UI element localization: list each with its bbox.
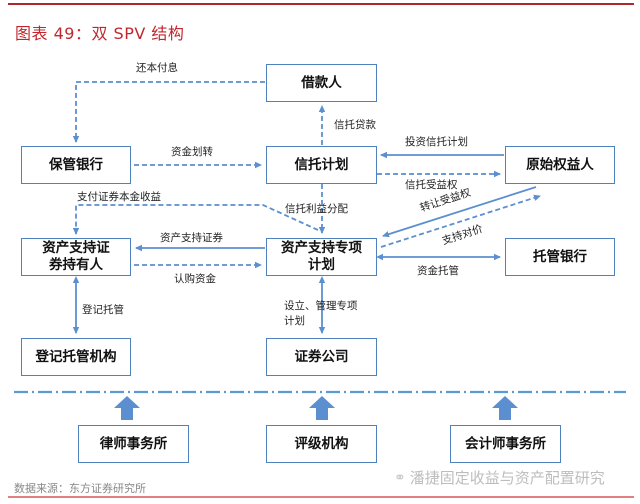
label-abs-securities: 资产支持证券 [160, 232, 223, 244]
label-establish-manage: 设立、管理专项计划 [284, 300, 358, 327]
node-borrower-label: 借款人 [301, 74, 342, 91]
label-trust-income: 信托利益分配 [285, 203, 348, 215]
up-arrow-rating [309, 396, 335, 420]
node-rating-agency-label: 评级机构 [294, 435, 349, 452]
up-arrow-law [114, 396, 140, 420]
node-trustee-bank-label: 托管银行 [533, 248, 587, 265]
node-registry: 登记托管机构 [21, 338, 131, 376]
label-pay-principal: 支付证券本金收益 [77, 191, 161, 203]
watermark-text: 潘捷固定收益与资产配置研究 [409, 469, 605, 487]
node-abs-holders-label: 资产支持证券持有人 [42, 240, 110, 273]
node-rating-agency: 评级机构 [266, 425, 377, 463]
node-trust-plan: 信托计划 [266, 146, 377, 184]
bottom-rule [8, 496, 634, 498]
arrow-repay [72, 81, 265, 143]
arrow-consideration [380, 194, 541, 248]
node-abs-holders: 资产支持证券持有人 [21, 238, 131, 276]
node-accounting-firm: 会计师事务所 [450, 425, 561, 463]
node-trustee-bank: 托管银行 [505, 238, 615, 276]
label-subscription: 认购资金 [174, 273, 216, 285]
label-fund-custody: 资金托管 [417, 265, 459, 277]
node-originator-label: 原始权益人 [526, 156, 594, 173]
node-originator: 原始权益人 [505, 146, 615, 184]
node-securities-firm-label: 证券公司 [294, 348, 349, 365]
node-securities-firm: 证券公司 [266, 338, 377, 376]
node-law-firm: 律师事务所 [78, 425, 189, 463]
label-fund-transfer: 资金划转 [171, 146, 213, 158]
label-trust-rights: 信托受益权 [405, 179, 458, 191]
label-trust-loan: 信托贷款 [334, 119, 376, 131]
node-trust-plan-label: 信托计划 [294, 156, 349, 173]
node-abs-special-plan: 资产支持专项计划 [266, 238, 377, 276]
top-rule [8, 3, 634, 5]
node-custodian-bank: 保管银行 [21, 146, 131, 184]
figure-title: 图表 49：双 SPV 结构 [15, 24, 185, 43]
wechat-icon: ⚭ [394, 469, 406, 486]
label-registration: 登记托管 [82, 304, 124, 316]
watermark: ⚭ 潘捷固定收益与资产配置研究 [394, 467, 605, 488]
data-source: 数据来源：东方证券研究所 [14, 482, 146, 495]
arrow-pay-principal [72, 204, 319, 235]
node-accounting-firm-label: 会计师事务所 [465, 435, 546, 452]
node-abs-special-plan-label: 资产支持专项计划 [281, 240, 362, 273]
node-registry-label: 登记托管机构 [35, 348, 117, 365]
node-borrower: 借款人 [266, 64, 377, 102]
node-custodian-bank-label: 保管银行 [49, 156, 103, 173]
up-arrow-accounting [492, 396, 518, 420]
label-repay: 还本付息 [136, 62, 178, 74]
label-invest-trust: 投资信托计划 [405, 136, 468, 148]
node-law-firm-label: 律师事务所 [99, 435, 168, 452]
arrow-transfer-rights [382, 186, 537, 238]
